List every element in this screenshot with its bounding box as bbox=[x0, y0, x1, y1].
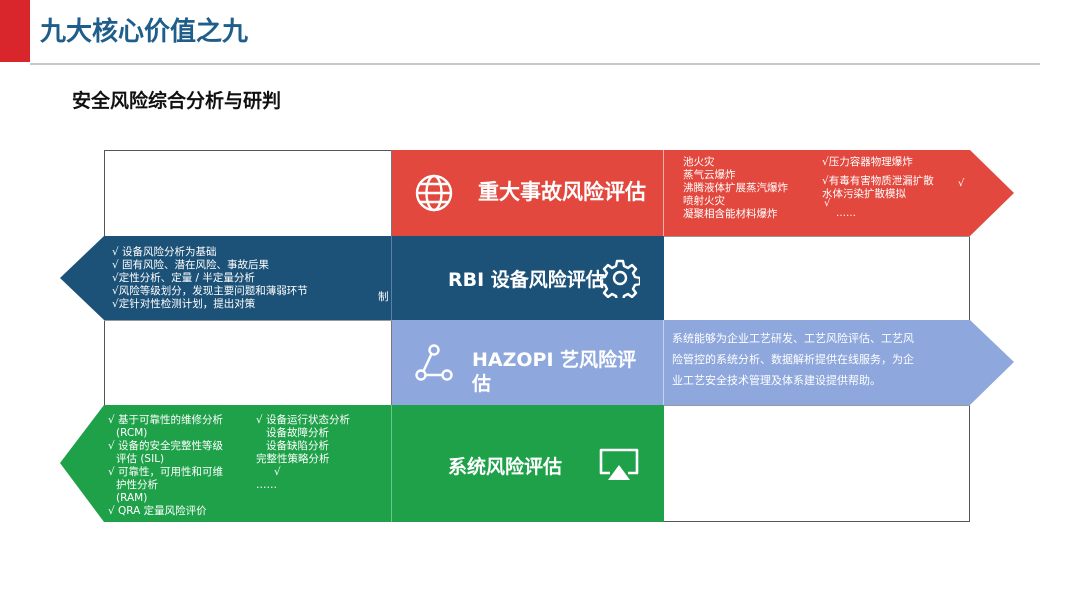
list-item: 设备缺陷分析 bbox=[266, 440, 329, 452]
list-item: √ 设备风险分析为基础 bbox=[112, 246, 217, 258]
hazop-band-split bbox=[663, 320, 664, 405]
list-item: 水体污染扩散模拟 bbox=[822, 188, 906, 200]
list-item: …… bbox=[256, 479, 277, 491]
list-item: √ 设备运行状态分析 bbox=[256, 414, 351, 426]
accent-bar bbox=[0, 0, 30, 62]
list-item: 完整性策略分析 bbox=[256, 453, 330, 465]
list-item: 设备故障分析 bbox=[266, 427, 329, 439]
list-item: √有毒有害物质泄漏扩散 bbox=[822, 175, 934, 187]
major-accident-band bbox=[392, 150, 1014, 236]
major-accident-items-right: √压力容器物理爆炸 √有毒有害物质泄漏扩散 水体污染扩散模拟 bbox=[822, 156, 934, 201]
description-line: 系统能够为企业工艺研发、工艺风险评估、工艺风 bbox=[672, 332, 914, 345]
rbi-band bbox=[60, 236, 664, 320]
cast-screen-icon bbox=[598, 447, 640, 487]
system-items-left: √ 基于可靠性的维修分析 (RCM) √ 设备的安全完整性等级 评估 (SIL)… bbox=[108, 414, 223, 518]
globe-icon bbox=[414, 173, 454, 217]
list-item: √ QRA 定量风险评价 bbox=[108, 505, 207, 517]
list-item: √定针对性检测计划，提出对策 bbox=[112, 298, 256, 310]
list-item: √ 基于可靠性的维修分析 bbox=[108, 414, 224, 426]
hazop-label: HAZOPI 艺风险评 估 bbox=[472, 348, 636, 396]
list-item: √ 可靠性，可用性和可维 bbox=[108, 466, 224, 478]
list-item: 池火灾 bbox=[683, 156, 715, 168]
check-mark: √ bbox=[824, 198, 831, 209]
list-item: (RAM) bbox=[116, 492, 148, 504]
list-item: (RCM) bbox=[116, 427, 148, 439]
list-item: √ bbox=[274, 466, 281, 478]
title-rule bbox=[30, 63, 1040, 65]
matrix-divider-vertical bbox=[391, 150, 392, 522]
list-item: √风险等级划分，发现主要问题和薄弱环节 bbox=[112, 285, 308, 297]
gear-icon bbox=[598, 258, 642, 303]
ellipsis: …… bbox=[836, 208, 856, 219]
slide-subtitle: 安全风险综合分析与研判 bbox=[72, 90, 282, 112]
hazop-description: 系统能够为企业工艺研发、工艺风险评估、工艺风 险管控的系统分析、数据解析提供在线… bbox=[672, 328, 914, 391]
share-nodes-icon bbox=[414, 343, 454, 387]
description-line: 业工艺安全技术管理及体系建设提供帮助。 bbox=[672, 374, 881, 387]
list-item: 喷射火灾 bbox=[683, 195, 725, 207]
hazop-label-line: HAZOPI 艺风险评 bbox=[472, 349, 637, 371]
hazop-label-line: 估 bbox=[472, 373, 492, 395]
system-band bbox=[60, 405, 664, 522]
rbi-band-split bbox=[391, 236, 392, 320]
rbi-label: RBI 设备风险评估 bbox=[448, 269, 605, 291]
list-item: √ 固有风险、潜在风险、事故后果 bbox=[112, 259, 270, 271]
list-item: 护性分析 bbox=[116, 479, 158, 491]
system-label: 系统风险评估 bbox=[448, 456, 563, 478]
major-band-split bbox=[663, 150, 664, 236]
rbi-items: √ 设备风险分析为基础 √ 固有风险、潜在风险、事故后果 √定性分析、定量 / … bbox=[112, 246, 308, 311]
list-item: √压力容器物理爆炸 bbox=[822, 156, 913, 168]
list-item: 评估 (SIL) bbox=[116, 453, 165, 465]
major-accident-items-left: 池火灾 蒸气云爆炸 沸腾液体扩展蒸汽爆炸 喷射火灾 凝聚相含能材料爆炸 bbox=[683, 156, 788, 221]
description-line: 险管控的系统分析、数据解析提供在线服务，为企 bbox=[672, 353, 914, 366]
check-mark: √ bbox=[958, 178, 965, 189]
slide-title: 九大核心价值之九 bbox=[40, 17, 249, 47]
hazop-band bbox=[392, 320, 1014, 405]
list-item: √定性分析、定量 / 半定量分析 bbox=[112, 272, 255, 284]
list-item: √ 设备的安全完整性等级 bbox=[108, 440, 224, 452]
system-items-right: √ 设备运行状态分析 设备故障分析 设备缺陷分析 完整性策略分析 √ …… bbox=[256, 414, 350, 492]
list-item: 蒸气云爆炸 bbox=[683, 169, 736, 181]
system-band-split bbox=[391, 405, 392, 522]
rbi-trailing-char: 制 bbox=[378, 291, 389, 303]
list-item: 凝聚相含能材料爆炸 bbox=[683, 208, 778, 220]
list-item: 沸腾液体扩展蒸汽爆炸 bbox=[683, 182, 788, 194]
major-accident-label: 重大事故风险评估 bbox=[478, 180, 646, 204]
